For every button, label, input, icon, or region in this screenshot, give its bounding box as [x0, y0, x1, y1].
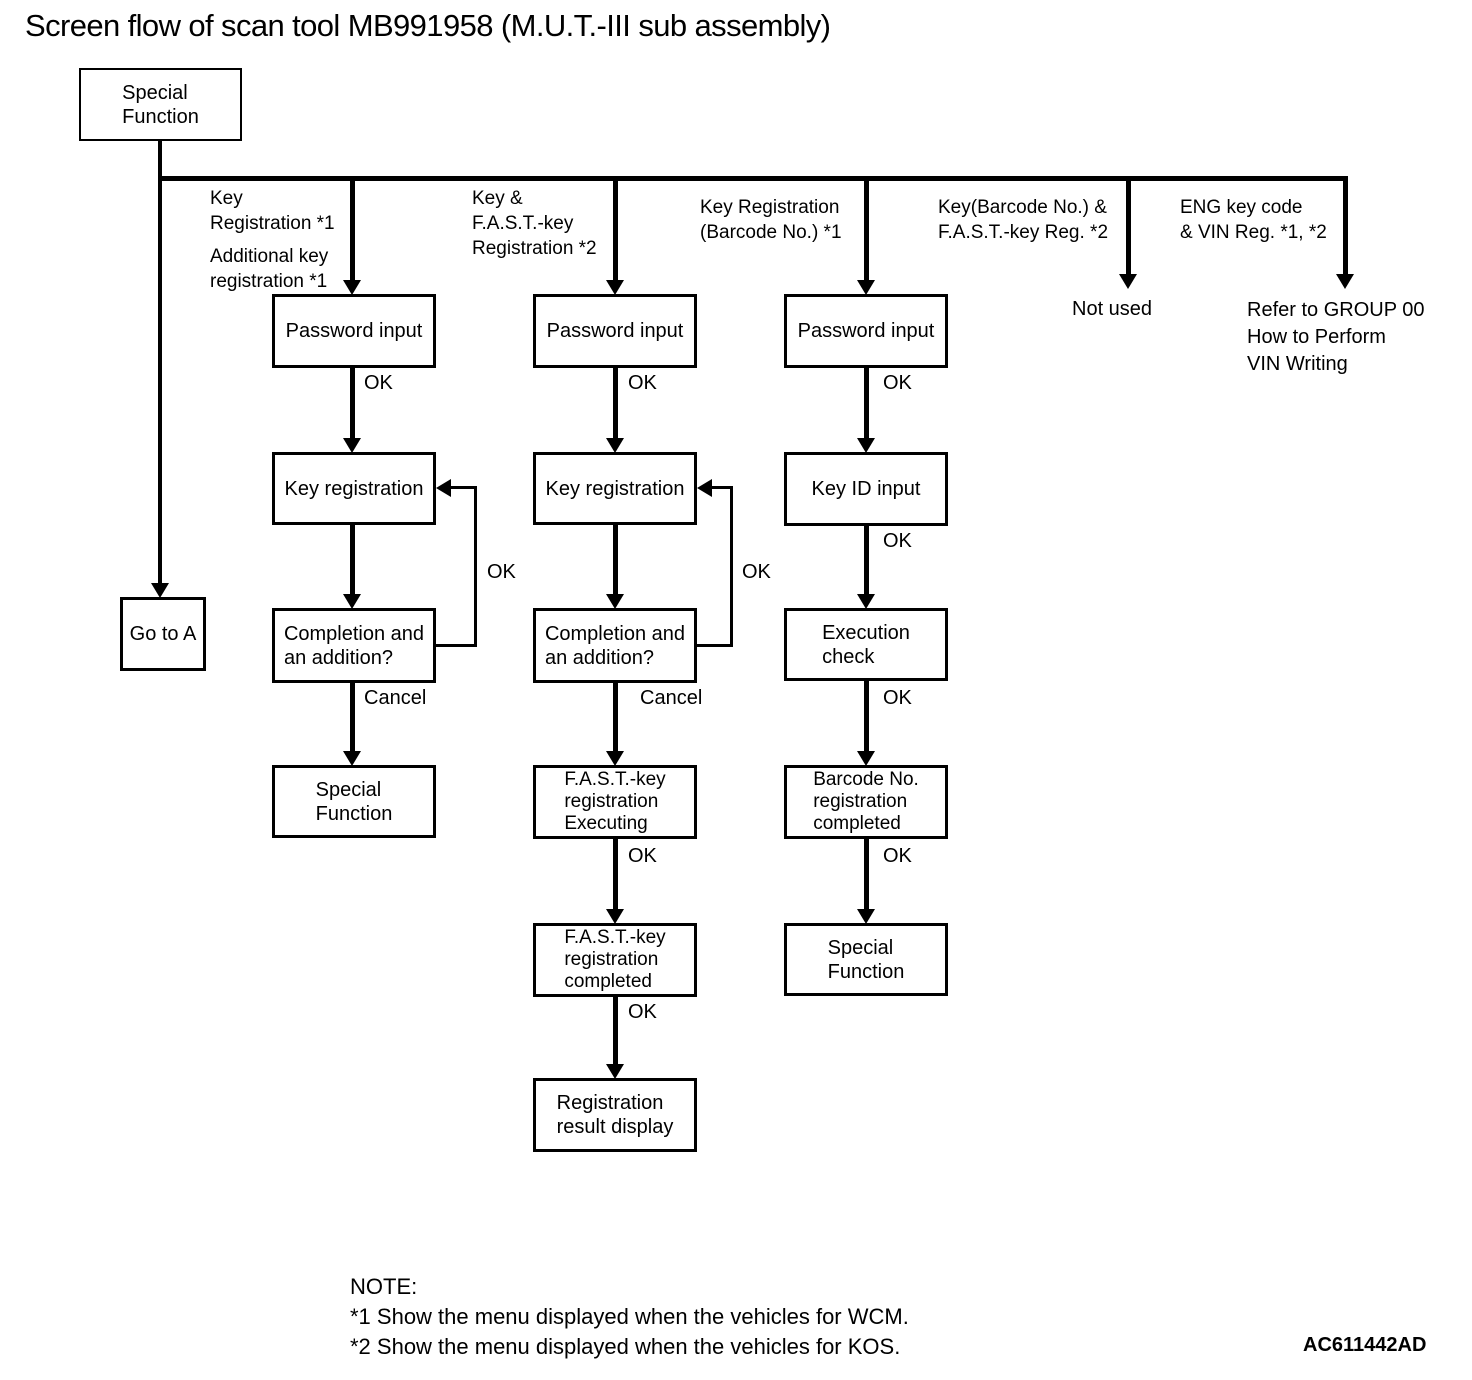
page-title: Screen flow of scan tool MB991958 (M.U.T…: [25, 8, 831, 43]
start-special-function-box: Special Function: [79, 68, 242, 141]
col1-key-registration-box: Key registration: [272, 452, 436, 525]
col3-arrow4-head: [857, 909, 875, 924]
branch3-arrowhead: [857, 280, 875, 295]
col2-arrow3-head: [606, 751, 624, 766]
branch2-arrowhead: [606, 280, 624, 295]
col3-execution-check-box: Execution check: [784, 608, 948, 681]
col1-cancel-label: Cancel: [364, 687, 427, 709]
col2-arrow1-head: [606, 438, 624, 453]
col2-arrow5-head: [606, 1064, 624, 1079]
branch5-arrow-line: [1343, 176, 1348, 274]
branch1-arrow-line: [350, 176, 355, 280]
col3-arrow4-line: [864, 837, 869, 909]
goto-a-box: Go to A: [120, 597, 206, 671]
col1-completion-box: Completion and an addition?: [272, 608, 436, 683]
col3-ok-label-1: OK: [883, 372, 912, 394]
col2-loop-top-line: [712, 486, 733, 489]
col1-loop-ok-label: OK: [487, 561, 516, 583]
col1-arrow2-line: [350, 523, 355, 594]
branch-label-key-fast-registration: Key & F.A.S.T.-key Registration *2: [472, 188, 597, 259]
col2-arrow2-line: [613, 523, 618, 594]
branch-label-key-registration-barcode: Key Registration (Barcode No.) *1: [700, 197, 842, 243]
branch-label-eng-key-code-vin: ENG key code & VIN Reg. *1, *2: [1180, 197, 1327, 243]
branch-label-key-barcode-fast-reg: Key(Barcode No.) & F.A.S.T.-key Reg. *2: [938, 197, 1109, 243]
col1-arrow1-line: [350, 366, 355, 438]
branch4-arrowhead: [1119, 274, 1137, 289]
col3-arrow3-head: [857, 751, 875, 766]
col2-loop-ok-label: OK: [742, 561, 771, 583]
col3-arrow3-line: [864, 679, 869, 751]
col2-key-registration-box: Key registration: [533, 452, 697, 525]
col3-special-function-box: Special Function: [784, 923, 948, 996]
branch5-arrowhead: [1336, 274, 1354, 289]
figure-code: AC611442AD: [1303, 1334, 1427, 1356]
col1-password-input-box: Password input: [272, 294, 436, 368]
col2-arrow4-head: [606, 909, 624, 924]
col2-registration-result-box: Registration result display: [533, 1078, 697, 1152]
col2-arrow3-line: [613, 681, 618, 751]
col2-fast-key-completed-box: F.A.S.T.-key registration completed: [533, 923, 697, 997]
col1-arrow1-head: [343, 438, 361, 453]
col2-loop-vertical-line: [730, 486, 733, 647]
col2-arrow1-line: [613, 366, 618, 438]
col1-ok-label-1: OK: [364, 372, 393, 394]
col3-key-id-input-box: Key ID input: [784, 452, 948, 526]
col3-arrow1-line: [864, 366, 869, 438]
note-block: NOTE: *1 Show the menu displayed when th…: [350, 1272, 909, 1362]
col1-arrow3-line: [350, 681, 355, 751]
col3-arrow2-line: [864, 524, 869, 594]
col2-arrow2-head: [606, 594, 624, 609]
col3-arrow1-head: [857, 438, 875, 453]
col2-fast-key-executing-box: F.A.S.T.-key registration Executing: [533, 765, 697, 839]
not-used-label: Not used: [1072, 298, 1153, 320]
branch-label-additional-key: Additional key registration *1: [210, 246, 329, 292]
start-to-goto-line: [158, 139, 162, 583]
col1-loop-arrowhead: [436, 479, 451, 497]
note-line-1: *1 Show the menu displayed when the vehi…: [350, 1304, 909, 1329]
branch4-arrow-line: [1126, 176, 1131, 274]
branch2-arrow-line: [613, 176, 618, 280]
col2-ok-label-2: OK: [628, 845, 657, 867]
col3-barcode-completed-box: Barcode No. registration completed: [784, 765, 948, 839]
arrowhead-goto: [151, 583, 169, 598]
note-line-2: *2 Show the menu displayed when the vehi…: [350, 1334, 901, 1359]
note-heading: NOTE:: [350, 1274, 418, 1299]
col3-ok-label-4: OK: [883, 845, 912, 867]
branch1-arrowhead: [343, 280, 361, 295]
col1-arrow2-head: [343, 594, 361, 609]
branch-label-key-registration: Key Registration *1: [210, 188, 335, 234]
col2-ok-label-1: OK: [628, 372, 657, 394]
col2-loop-bottom-line: [697, 644, 733, 647]
col2-arrow5-line: [613, 994, 618, 1064]
col1-loop-top-line: [451, 486, 477, 489]
col2-loop-arrowhead: [697, 479, 712, 497]
col3-password-input-box: Password input: [784, 294, 948, 368]
refer-to-group-label: Refer to GROUP 00 How to Perform VIN Wri…: [1247, 299, 1425, 375]
col1-loop-bottom-line: [436, 644, 477, 647]
col2-ok-label-3: OK: [628, 1001, 657, 1023]
col2-arrow4-line: [613, 836, 618, 909]
col2-cancel-label: Cancel: [640, 687, 703, 709]
col1-arrow3-head: [343, 751, 361, 766]
branch3-arrow-line: [864, 176, 869, 280]
col1-special-function-box: Special Function: [272, 765, 436, 838]
col3-ok-label-3: OK: [883, 687, 912, 709]
main-branch-line: [158, 176, 1348, 181]
col3-ok-label-2: OK: [883, 530, 912, 552]
col1-loop-vertical-line: [474, 486, 477, 647]
col2-password-input-box: Password input: [533, 294, 697, 368]
col3-arrow2-head: [857, 594, 875, 609]
col2-completion-box: Completion and an addition?: [533, 608, 697, 683]
